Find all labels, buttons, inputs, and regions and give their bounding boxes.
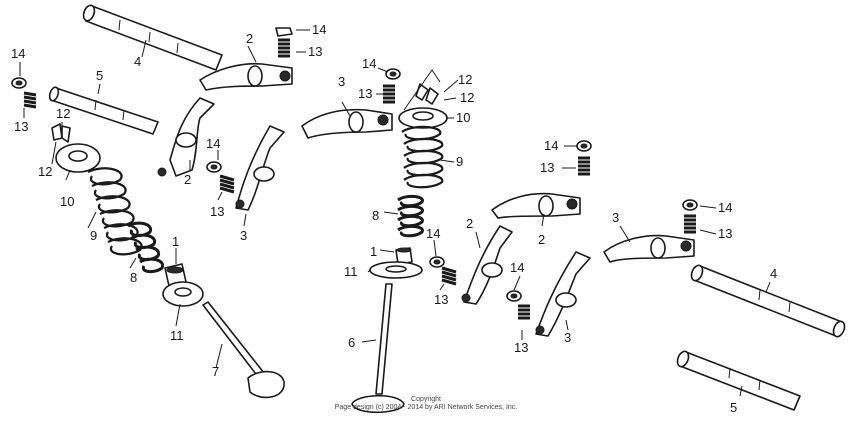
lock-nut-right-middle	[429, 256, 445, 268]
callout-13-right-lower: 13	[514, 340, 528, 355]
adjuster-screw-far-right	[684, 214, 696, 234]
rocker-arm-shaft-left	[48, 86, 159, 135]
callout-2-left-middle: 2	[184, 172, 191, 187]
callout-11-center: 11	[344, 264, 358, 279]
adjuster-screw-right-middle	[441, 266, 457, 286]
rocker-arm-right-middle	[461, 225, 513, 305]
callout-9-left: 9	[90, 228, 97, 243]
spring-retainer-left	[55, 143, 101, 173]
callout-2-right-middle: 2	[466, 216, 473, 231]
adjuster-screw-right-upper	[578, 156, 590, 176]
exhaust-valve	[351, 283, 405, 414]
callout-4-top: 4	[134, 54, 141, 69]
callout-8-center: 8	[372, 208, 379, 223]
adjuster-screw-top	[275, 27, 293, 58]
callout-14-right-upper: 14	[544, 138, 558, 153]
callout-10-left: 10	[60, 194, 74, 209]
lock-nut-left	[11, 77, 27, 89]
callout-3-center: 3	[338, 74, 345, 89]
callout-14-left-middle: 14	[206, 136, 220, 151]
callout-12-center-top: 12	[458, 72, 472, 87]
callout-13-right-upper: 13	[540, 160, 554, 175]
callout-12-left-bottom: 12	[38, 164, 52, 179]
spring-retainer-center	[398, 107, 448, 129]
callout-13-left: 13	[14, 119, 28, 134]
lock-nut-far-right	[682, 199, 698, 211]
callout-13-top: 13	[308, 44, 322, 59]
callout-12-left-top: 12	[56, 106, 70, 121]
valve-cotters-left	[51, 123, 71, 143]
adjuster-screw-middle-left	[219, 174, 235, 194]
callout-4-right: 4	[770, 266, 777, 281]
rocker-arm-left-middle	[157, 97, 215, 177]
callout-9-center: 9	[456, 154, 463, 169]
rocker-arm-center	[301, 108, 393, 139]
callout-13-center: 13	[358, 86, 372, 101]
rocker-arm-left-lower	[235, 125, 285, 211]
copyright-line-2: Page design (c) 2004 - 2014 by ARI Netwo…	[335, 404, 518, 411]
valve-stem-seal-center	[395, 247, 413, 265]
callout-12-center-bottom: 12	[460, 90, 474, 105]
callout-3-left-middle: 3	[240, 228, 247, 243]
callout-5-right: 5	[730, 400, 737, 415]
lock-nut-middle-left	[206, 161, 222, 173]
spring-seat-center	[369, 261, 423, 279]
callout-2-top: 2	[246, 31, 253, 46]
rocker-arm-right-upper	[491, 192, 581, 219]
adjuster-screw-left	[23, 91, 37, 109]
callout-14-left: 14	[11, 46, 25, 61]
adjuster-screw-right-lower	[518, 304, 530, 320]
callout-7: 7	[212, 364, 219, 379]
lock-nut-right-upper	[576, 140, 592, 152]
callout-11-left: 11	[170, 328, 184, 343]
adjuster-screw-center	[383, 84, 395, 104]
lock-nut-right-lower	[506, 290, 522, 302]
callout-8-left: 8	[130, 270, 137, 285]
callout-14-center: 14	[362, 56, 376, 71]
spring-seat-left	[162, 281, 204, 307]
rocker-arm-right-lower	[535, 251, 591, 337]
callout-1-left: 1	[172, 234, 179, 249]
callout-14-top: 14	[312, 22, 326, 37]
outer-valve-spring-left	[87, 167, 143, 256]
rocker-arm-far-right	[603, 234, 695, 263]
callout-5-left: 5	[96, 68, 103, 83]
callout-13-right-middle: 13	[434, 292, 448, 307]
rocker-arm-shaft-right	[690, 264, 846, 338]
callout-2-right-upper: 2	[538, 232, 545, 247]
intake-valve	[202, 301, 285, 399]
callout-14-right-lower: 14	[510, 260, 524, 275]
callout-6: 6	[348, 335, 355, 350]
callout-14-far-right: 14	[718, 200, 732, 215]
copyright-line-1: Copyright	[411, 396, 441, 403]
callout-14-right-middle: 14	[426, 226, 440, 241]
lock-nut-center	[385, 68, 401, 80]
rocker-arm-top	[199, 62, 293, 91]
outer-valve-spring-center	[401, 125, 444, 189]
rocker-arm-shaft-right-lower	[676, 350, 801, 411]
callout-13-left-middle: 13	[210, 204, 224, 219]
callout-13-far-right: 13	[718, 226, 732, 241]
inner-valve-spring-center	[397, 194, 424, 238]
inner-valve-spring-left	[127, 221, 165, 274]
callout-1-center: 1	[370, 244, 377, 259]
rocker-arm-shaft-top-left	[82, 4, 223, 71]
callout-10-center: 10	[456, 110, 470, 125]
callout-3-far-right: 3	[612, 210, 619, 225]
valve-cotters-center	[403, 69, 441, 111]
callout-3-right-lower: 3	[564, 330, 571, 345]
